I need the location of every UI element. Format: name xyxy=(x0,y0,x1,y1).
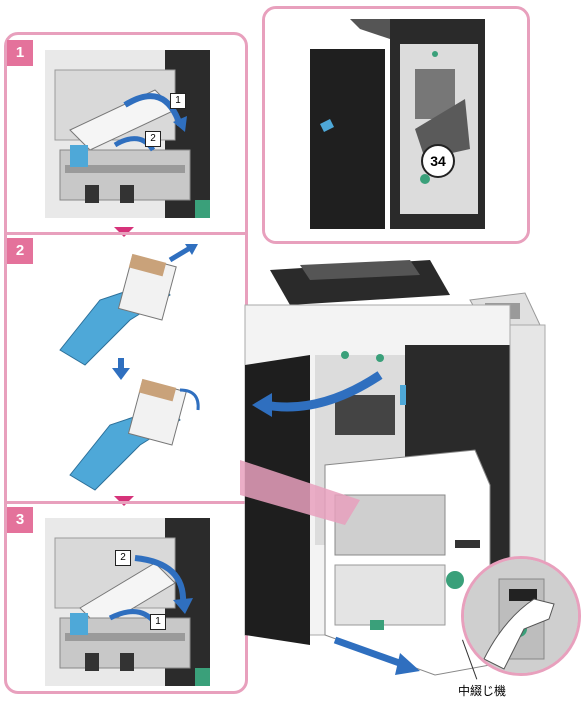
staple-cartridge-replace-graphic xyxy=(59,244,200,491)
step-3-illustration xyxy=(45,518,210,686)
step-1-callout-a: 1 xyxy=(170,93,186,109)
main-machine-illustration xyxy=(240,255,580,685)
overview-badge: 34 xyxy=(421,144,455,178)
step-2-tab: 2 xyxy=(7,238,33,264)
saddle-stitcher-label: 中綴じ機 xyxy=(458,684,507,698)
copier-with-finisher-graphic xyxy=(240,260,546,676)
overview-panel xyxy=(262,6,530,244)
step-divider-2 xyxy=(7,501,245,504)
stapler-unit-closed-graphic xyxy=(45,518,210,686)
step-1-tab: 1 xyxy=(7,40,33,66)
step-divider-1 xyxy=(7,232,245,235)
stapler-unit-open-graphic xyxy=(45,50,210,218)
finisher-front-open-graphic xyxy=(265,9,527,241)
step-1-illustration xyxy=(45,50,210,218)
step-1-callout-b: 2 xyxy=(145,131,161,147)
step-3-tab: 3 xyxy=(7,507,33,533)
step-2-illustration xyxy=(40,240,240,495)
hand-pulling-grip-graphic xyxy=(464,559,578,673)
step-3-callout-b: 1 xyxy=(150,614,166,630)
step-3-callout-a: 2 xyxy=(115,550,131,566)
handle-zoom-circle xyxy=(461,556,581,676)
